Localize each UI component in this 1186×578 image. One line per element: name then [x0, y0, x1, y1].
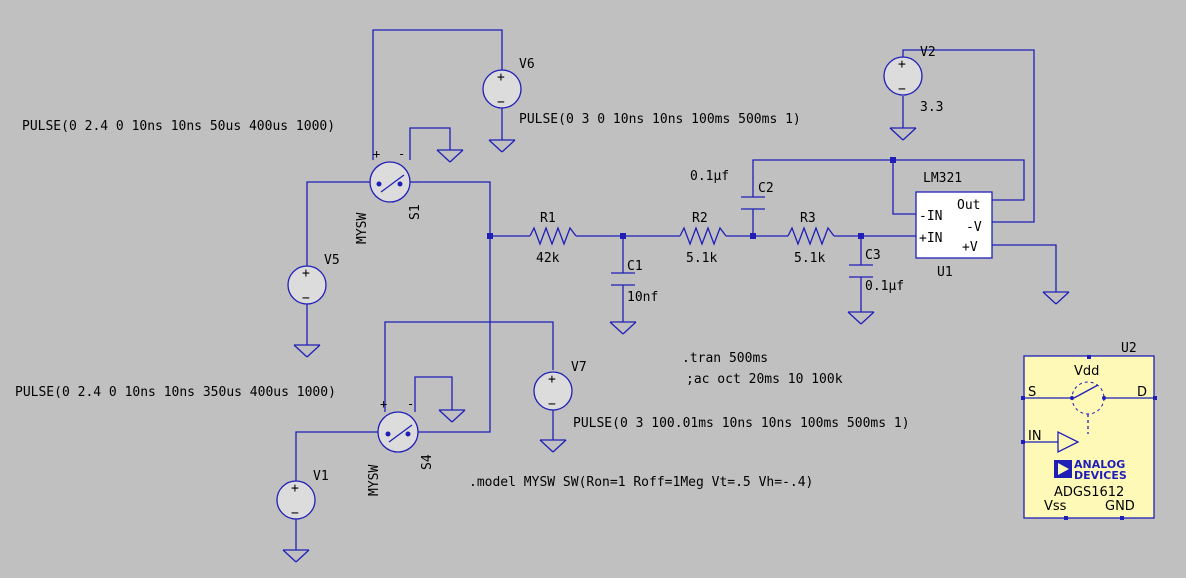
switch-minus: - — [407, 397, 414, 411]
r3-value: 5.1k — [794, 251, 825, 266]
plus-sign: + — [497, 70, 505, 85]
pulse-v6-text: PULSE(0 3 0 10ns 10ns 100ms 500ms 1) — [519, 112, 801, 127]
u1-pin-v-neg: -V — [966, 220, 982, 235]
u2-pin-in: IN — [1028, 429, 1042, 444]
plus-sign: + — [548, 372, 556, 387]
switch-plus: + — [380, 397, 387, 411]
u2-pin-vss: Vss — [1044, 499, 1067, 514]
u2-pin-gnd: GND — [1105, 499, 1135, 514]
u1-pin-in-pos: +IN — [919, 231, 942, 246]
switch-minus: - — [398, 147, 405, 161]
minus-sign: − — [291, 506, 299, 521]
voltage-source-v5[interactable]: + − V5 — [287, 253, 340, 306]
svg-text:DEVICES: DEVICES — [1074, 469, 1127, 482]
v7-label: V7 — [571, 360, 587, 375]
u1-pin-out: Out — [957, 198, 980, 213]
v2-label: V2 — [920, 45, 936, 60]
u1-pin-v-pos: +V — [962, 240, 978, 255]
u2-pin-d: D — [1137, 385, 1147, 400]
plus-sign: + — [291, 481, 299, 496]
s1-label: S1 — [408, 204, 423, 220]
model-directive: .model MYSW SW(Ron=1 Roff=1Meg Vt=.5 Vh=… — [469, 475, 813, 490]
plus-sign: + — [898, 57, 906, 72]
r2-value: 5.1k — [686, 251, 717, 266]
s4-model: MYSW — [367, 465, 382, 496]
voltage-source-v2[interactable]: + − V2 3.3 — [883, 45, 943, 115]
r1-label: R1 — [540, 211, 556, 226]
minus-sign: − — [548, 397, 556, 412]
junction-dots — [487, 157, 896, 239]
c3-value: 0.1µf — [865, 279, 904, 294]
voltage-source-v1[interactable]: + − V1 — [276, 469, 329, 521]
v5-label: V5 — [324, 253, 340, 268]
resistor-r2[interactable]: R2 5.1k — [679, 211, 727, 266]
pulse-v1-text: PULSE(0 2.4 0 10ns 10ns 350us 400us 1000… — [15, 385, 336, 400]
v2-value: 3.3 — [920, 100, 943, 115]
u2-label: U2 — [1121, 341, 1137, 356]
c1-value: 10nf — [627, 290, 658, 305]
pulse-v7-text: PULSE(0 3 100.01ms 10ns 10ns 100ms 500ms… — [573, 416, 910, 431]
voltage-source-v6[interactable]: + − V6 — [482, 57, 535, 110]
capacitor-c3[interactable]: C3 0.1µf — [849, 248, 904, 294]
analog-devices-logo: ANALOG DEVICES — [1054, 458, 1127, 482]
u1-part: LM321 — [923, 171, 962, 186]
v6-label: V6 — [519, 57, 535, 72]
c2-label: C2 — [758, 181, 774, 196]
c3-label: C3 — [865, 248, 881, 263]
ic-u2[interactable]: U2 Vdd S D IN Vss GND ANALOG DEVICES ADG… — [1021, 341, 1157, 520]
r1-value: 42k — [536, 251, 560, 266]
s1-model: MYSW — [355, 213, 370, 244]
minus-sign: − — [898, 82, 906, 97]
r3-label: R3 — [800, 211, 816, 226]
pulse-v5-text: PULSE(0 2.4 0 10ns 10ns 50us 400us 1000) — [22, 119, 335, 134]
u2-pin-s: S — [1028, 385, 1036, 400]
c2-value: 0.1µf — [690, 169, 729, 184]
v1-label: V1 — [313, 469, 329, 484]
svg-text:ANALOG: ANALOG — [1074, 458, 1125, 471]
capacitor-c2[interactable]: C2 0.1µf — [690, 169, 774, 210]
switch-s4[interactable]: + - S4 MYSW — [367, 397, 435, 496]
opamp-u1[interactable]: LM321 -IN +IN Out -V +V U1 — [915, 171, 993, 280]
tran-directive: .tran 500ms — [682, 351, 768, 366]
switch-plus: + — [373, 147, 380, 161]
minus-sign: − — [302, 291, 310, 306]
minus-sign: − — [497, 95, 505, 110]
voltage-source-v7[interactable]: + − V7 — [533, 360, 587, 412]
u1-pin-in-neg: -IN — [919, 209, 942, 224]
c1-label: C1 — [627, 259, 643, 274]
s4-label: S4 — [420, 454, 435, 470]
resistor-r1[interactable]: R1 42k — [529, 211, 577, 266]
u2-part: ADGS1612 — [1054, 485, 1124, 500]
capacitor-c1[interactable]: C1 10nf — [611, 259, 658, 305]
r2-label: R2 — [692, 211, 708, 226]
switch-s1[interactable]: + - S1 MYSW — [355, 147, 423, 244]
ac-directive: ;ac oct 20ms 10 100k — [686, 372, 843, 387]
u1-label: U1 — [937, 265, 953, 280]
u2-pin-vdd: Vdd — [1074, 364, 1099, 379]
resistor-r3[interactable]: R3 5.1k — [787, 211, 835, 266]
plus-sign: + — [302, 266, 310, 281]
